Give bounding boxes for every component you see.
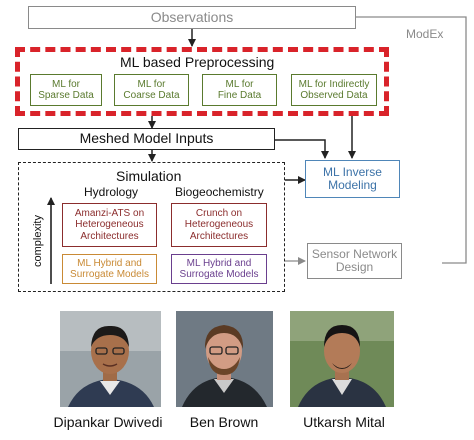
crunch-box: Crunch on Heterogeneous Architectures <box>171 203 267 247</box>
meshed-inputs-box: Meshed Model Inputs <box>18 128 275 150</box>
simulation-frame <box>18 162 285 292</box>
observations-label: Observations <box>150 8 234 25</box>
ml-inverse-box: ML Inverse Modeling <box>305 160 400 198</box>
name-dipankar-dwivedi: Dipankar Dwivedi <box>53 414 163 430</box>
ml-indirect-data-label: ML for Indirectly Observed Data <box>298 78 370 101</box>
ml-preprocessing-title: ML based Preprocessing <box>120 54 275 70</box>
complexity-label: complexity <box>32 215 44 267</box>
ml-hybrid-bgc-box: ML Hybrid and Surrogate Models <box>171 254 267 284</box>
sensor-network-label: Sensor Network Design <box>311 246 398 274</box>
observations-box: Observations <box>28 6 356 29</box>
ml-preprocessing-frame <box>15 47 389 116</box>
ml-inverse-label: ML Inverse Modeling <box>323 164 382 192</box>
meshed-inputs-label: Meshed Model Inputs <box>79 130 214 147</box>
photo-utkarsh-mital <box>290 311 394 407</box>
sensor-network-box: Sensor Network Design <box>307 243 402 279</box>
simulation-title: Simulation <box>116 168 182 184</box>
ml-indirect-data-box: ML for Indirectly Observed Data <box>291 74 377 106</box>
ml-sparse-data-label: ML for Sparse Data <box>38 78 94 101</box>
ml-coarse-data-label: ML for Coarse Data <box>123 78 180 101</box>
photo-ben-brown <box>176 311 273 407</box>
ml-hybrid-bgc-label: ML Hybrid and Surrogate Models <box>179 257 259 280</box>
ml-fine-data-label: ML for Fine Data <box>217 78 262 101</box>
name-utkarsh-mital: Utkarsh Mital <box>303 414 385 430</box>
biogeochemistry-label: Biogeochemistry <box>175 185 264 199</box>
ml-coarse-data-box: ML for Coarse Data <box>114 74 189 106</box>
modex-loop-line <box>356 16 467 264</box>
ml-hybrid-hydrology-box: ML Hybrid and Surrogate Models <box>62 254 157 284</box>
ml-fine-data-box: ML for Fine Data <box>202 74 277 106</box>
amanzi-ats-box: Amanzi-ATS on Heterogeneous Architecture… <box>62 203 157 247</box>
hydrology-label: Hydrology <box>84 185 139 199</box>
crunch-label: Crunch on Heterogeneous Architectures <box>184 208 254 242</box>
name-ben-brown: Ben Brown <box>189 414 259 430</box>
amanzi-ats-label: Amanzi-ATS on Heterogeneous Architecture… <box>74 208 145 242</box>
ml-hybrid-hydrology-label: ML Hybrid and Surrogate Models <box>70 257 149 280</box>
modex-label: ModEx <box>406 27 444 41</box>
photo-dipankar-dwivedi <box>60 311 161 407</box>
ml-sparse-data-box: ML for Sparse Data <box>30 74 102 106</box>
meshed-to-inverse-arrow <box>275 139 329 159</box>
